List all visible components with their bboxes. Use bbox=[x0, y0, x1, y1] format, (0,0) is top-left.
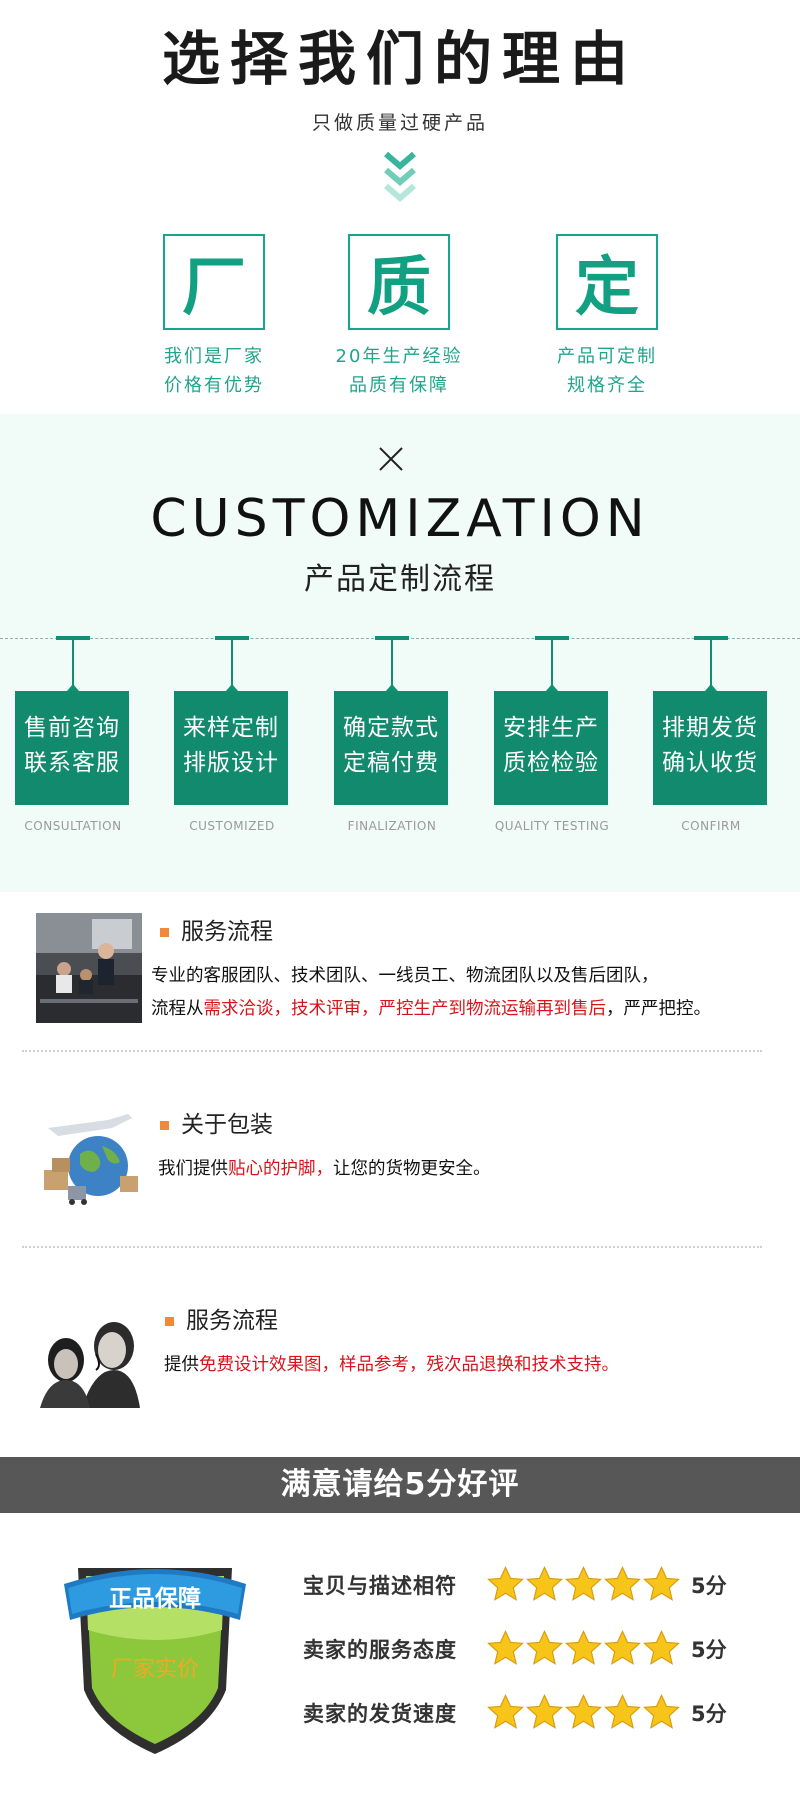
section-heading-text: 关于包装 bbox=[181, 1112, 273, 1138]
reason-line: 价格有优势 bbox=[164, 375, 264, 396]
reason-quality: 质 20年生产经验 品质有保障 bbox=[309, 234, 489, 400]
step-label: CUSTOMIZED bbox=[189, 819, 275, 833]
star-icon bbox=[604, 1694, 641, 1729]
rating-score: 5分 bbox=[691, 1574, 727, 1598]
star-icon bbox=[604, 1566, 641, 1601]
bullet-icon bbox=[165, 1317, 174, 1326]
step-label: QUALITY TESTING bbox=[494, 819, 610, 833]
star-icon bbox=[487, 1630, 524, 1665]
close-icon bbox=[379, 447, 403, 471]
star-rating bbox=[487, 1630, 680, 1666]
page-subtitle: 只做质量过硬产品 bbox=[311, 112, 488, 134]
star-icon bbox=[565, 1694, 602, 1729]
customization-section: CUSTOMIZATION 产品定制流程 售前咨询联系客服 CONSULTATI… bbox=[0, 414, 800, 892]
reason-line: 品质有保障 bbox=[349, 375, 449, 396]
genuine-guarantee-badge: 正品保障 厂家实价 bbox=[64, 1568, 246, 1754]
customer-service-photo bbox=[36, 1304, 144, 1408]
process-step: 排期发货确认收货 CONFIRM bbox=[651, 636, 771, 858]
star-icon bbox=[526, 1694, 563, 1729]
star-icon bbox=[604, 1630, 641, 1665]
reason-char: 厂 bbox=[163, 234, 265, 330]
section-heading: 服务流程 bbox=[165, 1301, 278, 1335]
page-title: 选择我们的理由 bbox=[161, 25, 638, 93]
star-icon bbox=[643, 1630, 680, 1665]
step-line: 确认收货 bbox=[662, 750, 758, 776]
section-heading-text: 服务流程 bbox=[181, 919, 273, 945]
reason-char: 质 bbox=[348, 234, 450, 330]
step-label: CONFIRM bbox=[681, 819, 741, 833]
service-text: 提供免费设计效果图，样品参考，残次品退换和技术支持。 bbox=[164, 1355, 619, 1375]
service-text: 专业的客服团队、技术团队、一线员工、物流团队以及售后团队， bbox=[151, 966, 659, 986]
step-line: 售前咨询 bbox=[24, 715, 120, 741]
process-step: 来样定制排版设计 CUSTOMIZED bbox=[172, 636, 292, 858]
star-icon bbox=[487, 1694, 524, 1729]
process-step: 确定款式定稿付费 FINALIZATION bbox=[332, 636, 452, 858]
star-rating bbox=[487, 1694, 680, 1730]
step-line: 排期发货 bbox=[662, 715, 758, 741]
section-heading-text: 服务流程 bbox=[186, 1308, 278, 1334]
star-icon bbox=[526, 1566, 563, 1601]
reason-line: 我们是厂家 bbox=[164, 346, 264, 367]
bullet-icon bbox=[160, 1121, 169, 1130]
step-label: FINALIZATION bbox=[347, 819, 437, 833]
office-meeting-photo bbox=[36, 913, 142, 1023]
star-icon bbox=[643, 1566, 680, 1601]
badge-text-top: 正品保障 bbox=[109, 1585, 201, 1612]
service-text: 流程从需求洽谈，技术评审，严控生产到物流运输再到售后，严严把控。 bbox=[151, 999, 711, 1019]
reason-line: 产品可定制 bbox=[557, 346, 657, 367]
service-text: 我们提供贴心的护脚，让您的货物更安全。 bbox=[158, 1159, 491, 1179]
step-line: 排版设计 bbox=[183, 750, 279, 776]
step-line: 安排生产 bbox=[503, 715, 599, 741]
reason-line: 规格齐全 bbox=[567, 375, 647, 396]
step-line: 联系客服 bbox=[24, 750, 120, 776]
star-rating bbox=[487, 1566, 680, 1602]
process-step: 售前咨询联系客服 CONSULTATION bbox=[13, 636, 133, 858]
divider bbox=[22, 1246, 762, 1248]
step-line: 确定款式 bbox=[343, 715, 439, 741]
reason-char: 定 bbox=[556, 234, 658, 330]
star-icon bbox=[565, 1630, 602, 1665]
step-line: 质检检验 bbox=[503, 750, 599, 776]
badge-text-bottom: 厂家实价 bbox=[111, 1657, 199, 1682]
reason-factory: 厂 我们是厂家 价格有优势 bbox=[124, 234, 304, 400]
chevron-down-icon bbox=[384, 151, 416, 202]
rating-score: 5分 bbox=[691, 1638, 727, 1662]
divider bbox=[22, 1050, 762, 1052]
step-line: 来样定制 bbox=[183, 715, 279, 741]
reason-line: 20年生产经验 bbox=[335, 346, 463, 367]
step-label: CONSULTATION bbox=[24, 819, 122, 833]
bullet-icon bbox=[160, 928, 169, 937]
customization-title-en: CUSTOMIZATION bbox=[150, 489, 650, 549]
rating-banner: 满意请给5分好评 bbox=[0, 1457, 800, 1513]
rating-row: 卖家的服务态度 5分 bbox=[303, 1630, 773, 1670]
rating-label: 宝贝与描述相符 bbox=[303, 1574, 457, 1598]
star-icon bbox=[565, 1566, 602, 1601]
reason-custom: 定 产品可定制 规格齐全 bbox=[517, 234, 697, 400]
customization-title-cn: 产品定制流程 bbox=[304, 562, 496, 597]
rating-row: 卖家的发货速度 5分 bbox=[303, 1694, 773, 1734]
section-heading: 服务流程 bbox=[160, 912, 273, 946]
star-icon bbox=[487, 1566, 524, 1601]
rating-label: 卖家的发货速度 bbox=[303, 1702, 457, 1726]
star-icon bbox=[643, 1694, 680, 1729]
process-step: 安排生产质检检验 QUALITY TESTING bbox=[492, 636, 612, 858]
rating-score: 5分 bbox=[691, 1702, 727, 1726]
globe-logistics-image bbox=[38, 1106, 142, 1208]
rating-label: 卖家的服务态度 bbox=[303, 1638, 457, 1662]
section-heading: 关于包装 bbox=[160, 1105, 273, 1139]
star-icon bbox=[526, 1630, 563, 1665]
rating-row: 宝贝与描述相符 5分 bbox=[303, 1566, 773, 1606]
step-line: 定稿付费 bbox=[343, 750, 439, 776]
